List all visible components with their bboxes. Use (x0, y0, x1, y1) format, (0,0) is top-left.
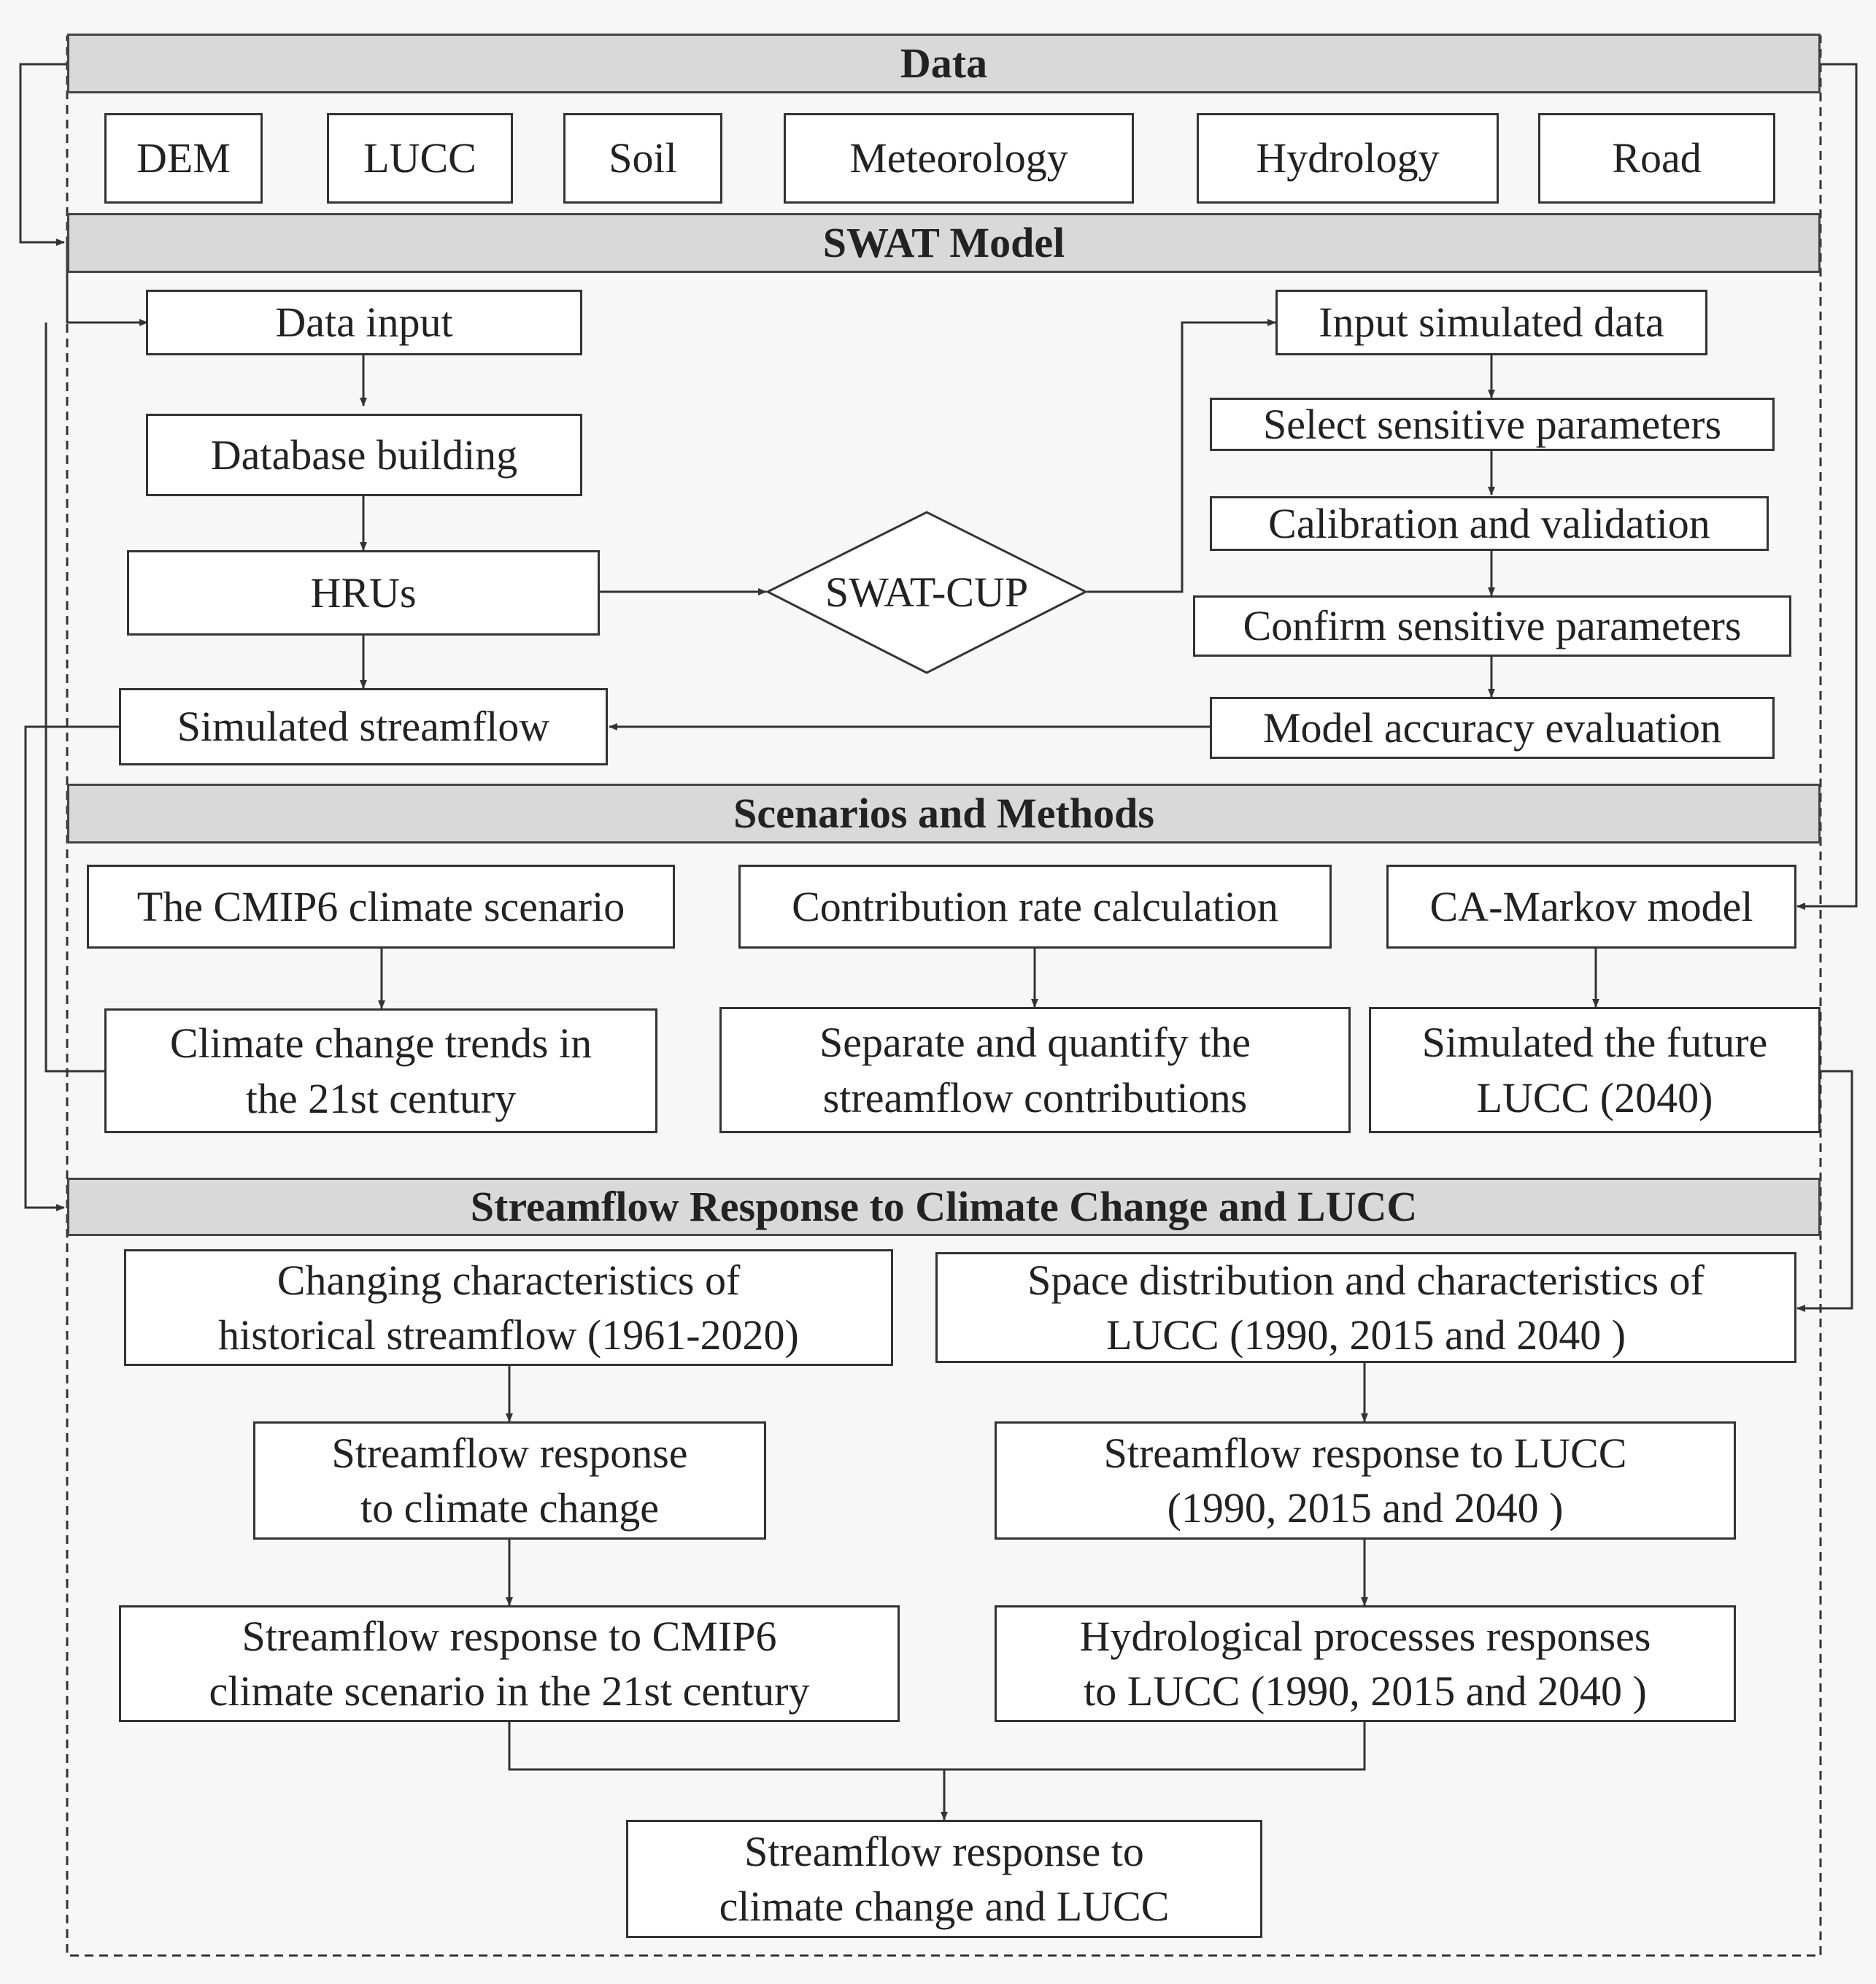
simulated-streamflow-box: Simulated streamflow (119, 688, 608, 765)
calibration-validation-box: Calibration and validation (1210, 496, 1769, 551)
separate-line-2: streamflow contributions (822, 1073, 1248, 1122)
data-band-label: Data (900, 39, 988, 88)
streamflow-response-lucc-box: Streamflow response to LUCC (1990, 2015 … (995, 1421, 1736, 1540)
select-params-label: Select sensitive parameters (1262, 400, 1722, 448)
future-lucc-box: Simulated the future LUCC (2040) (1369, 1007, 1821, 1133)
data-source-label: Soil (609, 134, 677, 182)
ca-markov-box: CA-Markov model (1386, 865, 1796, 949)
swat-cup-label-wrap: SWAT-CUP (768, 555, 1086, 629)
accuracy-label: Model accuracy evaluation (1262, 703, 1722, 752)
resp-cmip6-line-1: Streamflow response to CMIP6 (242, 1612, 777, 1660)
scenarios-band: Scenarios and Methods (67, 784, 1821, 844)
contribution-rate-box: Contribution rate calculation (738, 865, 1332, 949)
input-simulated-data-box: Input simulated data (1275, 290, 1707, 355)
space-line-1: Space distribution and characteristics o… (1027, 1256, 1705, 1304)
swat-cup-diamond (765, 511, 1089, 674)
separate-quantify-box: Separate and quantify the streamflow con… (719, 1007, 1351, 1133)
model-accuracy-evaluation-box: Model accuracy evaluation (1210, 697, 1775, 759)
hydro-line-1: Hydrological processes responses (1079, 1612, 1651, 1660)
data-source-label: Road (1612, 134, 1702, 182)
arrow-future-to-space (1796, 1070, 1853, 1312)
hrus-box: HRUs (127, 550, 600, 636)
space-distribution-box: Space distribution and characteristics o… (935, 1252, 1796, 1363)
final-line-2: climate change and LUCC (719, 1883, 1170, 1930)
resp-lucc-line-1: Streamflow response to LUCC (1103, 1429, 1627, 1477)
cmip6-label: The CMIP6 climate scenario (136, 882, 625, 930)
arrow-simulated-to-response (24, 725, 119, 1211)
hist-line-2: historical streamflow (1961-2020) (218, 1311, 799, 1359)
confirm-sensitive-parameters-box: Confirm sensitive parameters (1193, 595, 1791, 657)
resp-climate-line-2: to climate change (360, 1484, 660, 1532)
arrow-swatcup-to-input (1087, 319, 1276, 593)
data-source-meteorology: Meteorology (784, 113, 1134, 204)
data-source-label: LUCC (363, 134, 476, 182)
calibration-label: Calibration and validation (1268, 499, 1710, 547)
climate-trends-line-1: Climate change trends in (169, 1019, 592, 1068)
simulated-streamflow-label: Simulated streamflow (177, 703, 550, 751)
swat-cup-label: SWAT-CUP (825, 568, 1029, 616)
contribution-label: Contribution rate calculation (792, 882, 1278, 930)
data-source-dem: DEM (104, 113, 263, 204)
scenarios-band-label: Scenarios and Methods (733, 790, 1154, 838)
arrow-data-to-camarkov (1796, 63, 1858, 910)
swat-model-band: SWAT Model (67, 213, 1821, 273)
space-line-2: LUCC (1990, 2015 and 2040 ) (1105, 1311, 1626, 1359)
swat-band-label: SWAT Model (822, 219, 1065, 267)
data-input-box: Data input (146, 290, 582, 355)
final-response-box: Streamflow response to climate change an… (626, 1820, 1262, 1938)
arrow-data-to-swat (19, 63, 67, 246)
line-climatetrends-to-left (45, 323, 104, 1073)
resp-climate-line-1: Streamflow response (331, 1429, 688, 1477)
climate-trends-line-2: the 21st century (245, 1074, 517, 1122)
response-band: Streamflow Response to Climate Change an… (67, 1178, 1821, 1236)
historical-streamflow-box: Changing characteristics of historical s… (124, 1249, 893, 1366)
hist-line-1: Changing characteristics of (277, 1256, 741, 1304)
database-building-label: Database building (210, 431, 518, 479)
data-source-label: Meteorology (849, 134, 1068, 182)
streamflow-response-climate-box: Streamflow response to climate change (253, 1421, 766, 1540)
data-source-label: DEM (136, 134, 231, 182)
future-lucc-line-2: LUCC (2040) (1476, 1073, 1713, 1122)
data-source-road: Road (1538, 113, 1775, 204)
hrus-label: HRUs (310, 568, 417, 617)
confirm-params-label: Confirm sensitive parameters (1243, 602, 1742, 650)
hydrological-processes-box: Hydrological processes responses to LUCC… (995, 1605, 1736, 1722)
data-source-hydrology: Hydrology (1197, 113, 1499, 204)
data-band: Data (67, 34, 1821, 93)
data-source-lucc: LUCC (327, 113, 513, 204)
cmip6-scenario-box: The CMIP6 climate scenario (87, 865, 675, 949)
resp-lucc-line-2: (1990, 2015 and 2040 ) (1167, 1484, 1564, 1532)
data-source-soil: Soil (563, 113, 722, 204)
hydro-line-2: to LUCC (1990, 2015 and 2040 ) (1084, 1667, 1647, 1715)
future-lucc-line-1: Simulated the future (1421, 1019, 1768, 1067)
input-simulated-label: Input simulated data (1319, 298, 1664, 347)
data-input-label: Data input (275, 298, 453, 347)
select-sensitive-parameters-box: Select sensitive parameters (1210, 398, 1775, 451)
response-band-label: Streamflow Response to Climate Change an… (470, 1183, 1418, 1231)
separate-line-1: Separate and quantify the (819, 1019, 1251, 1067)
data-source-label: Hydrology (1256, 134, 1440, 182)
resp-cmip6-line-2: climate scenario in the 21st century (209, 1667, 810, 1715)
ca-markov-label: CA-Markov model (1429, 882, 1753, 930)
database-building-box: Database building (146, 414, 582, 496)
streamflow-response-cmip6-box: Streamflow response to CMIP6 climate sce… (119, 1605, 900, 1722)
final-line-1: Streamflow response to (744, 1827, 1144, 1875)
line-merge (508, 1722, 1366, 1771)
climate-trends-box: Climate change trends in the 21st centur… (104, 1008, 657, 1133)
